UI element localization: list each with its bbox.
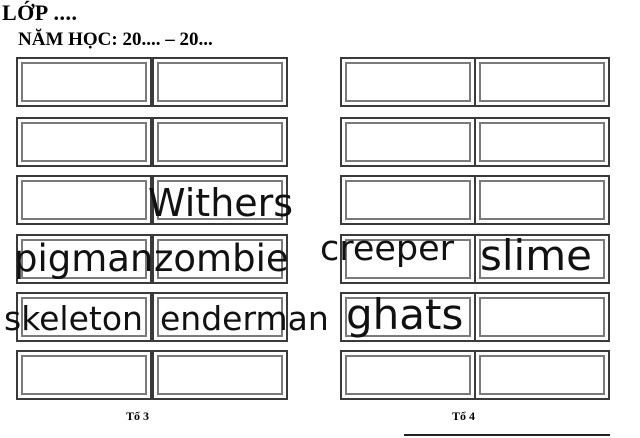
class-heading: LỚP .... xyxy=(2,0,78,25)
seat-box xyxy=(340,57,476,107)
seat-box xyxy=(16,350,152,400)
handwritten-ghats: ghats xyxy=(346,290,464,339)
handwritten-creeper: creeper xyxy=(320,229,455,269)
seat-box xyxy=(152,234,288,284)
handwritten-zombie: zombie xyxy=(154,237,289,280)
group-label-4: Tổ 4 xyxy=(452,409,476,423)
group-label-3: Tổ 3 xyxy=(126,409,150,423)
seat-box xyxy=(152,117,288,167)
seat-box xyxy=(152,350,288,400)
seat-box xyxy=(474,292,610,342)
seat-box xyxy=(152,292,288,342)
seat-box xyxy=(340,350,476,400)
seat-box xyxy=(16,234,152,284)
handwritten-enderman: enderman xyxy=(160,299,329,338)
seat-box xyxy=(16,175,152,225)
school-year-heading: NĂM HỌC: 20.... – 20... xyxy=(18,29,213,50)
seat-box xyxy=(474,175,610,225)
seat-box xyxy=(16,57,152,107)
seat-box xyxy=(474,350,610,400)
seat-box xyxy=(474,117,610,167)
seat-box xyxy=(152,57,288,107)
handwritten-pigman: pigman xyxy=(14,237,154,280)
signature-line xyxy=(404,434,610,436)
seat-box xyxy=(474,57,610,107)
seat-box xyxy=(152,175,288,225)
seat-box xyxy=(474,234,610,284)
seat-box xyxy=(340,175,476,225)
seat-box xyxy=(16,117,152,167)
seat-box xyxy=(16,292,152,342)
handwritten-slime: slime xyxy=(480,231,592,280)
seat-box xyxy=(340,292,476,342)
seat-box xyxy=(340,117,476,167)
handwritten-withers: Withers xyxy=(148,181,294,225)
handwritten-skeleton: skeleton xyxy=(4,299,143,338)
